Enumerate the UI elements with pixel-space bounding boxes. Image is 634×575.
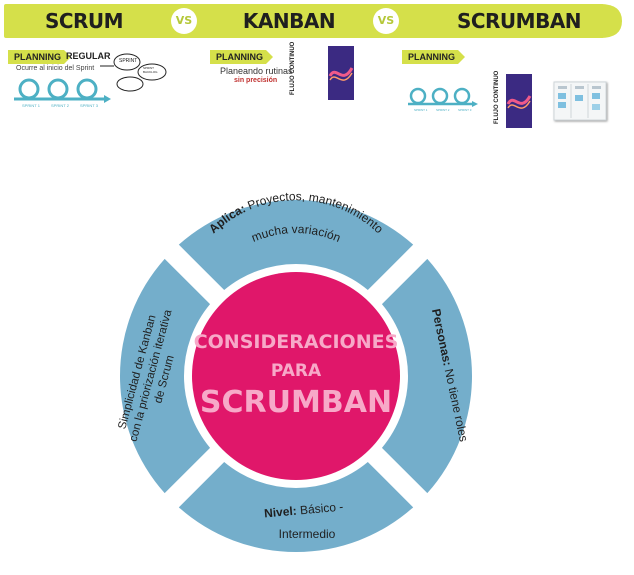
header-vs-1: VS bbox=[171, 8, 197, 34]
kanban-line-1: Planeando rutinas bbox=[220, 66, 293, 76]
scrum-planning-regular: REGULAR bbox=[66, 51, 111, 61]
kanban-flow-label: FLUJO CONTINUO bbox=[290, 41, 296, 95]
center-line-2: PARA bbox=[271, 361, 322, 381]
scrumban-board-icon bbox=[553, 81, 607, 121]
header-scrum: SCRUM bbox=[44, 9, 124, 33]
segment-bottom-text-1: Nivel: Básico - bbox=[264, 500, 344, 521]
segment-bottom bbox=[178, 461, 414, 552]
center-line-3: SCRUMBAN bbox=[200, 385, 392, 420]
kanban-line-2: sin precisión bbox=[234, 77, 278, 84]
segment-bottom-rest: Básico - bbox=[296, 500, 344, 518]
header-bar-shape bbox=[4, 4, 622, 38]
segment-top bbox=[178, 199, 414, 291]
center-line-1: CONSIDERACIONES bbox=[194, 331, 399, 353]
scrum-bubble-diagram bbox=[100, 53, 167, 92]
header-vs-2: VS bbox=[373, 8, 399, 34]
scrumban-flow-icon bbox=[506, 74, 532, 128]
header-scrumban: SCRUMBAN bbox=[456, 9, 582, 33]
ring-diagram: CONSIDERACIONES PARA SCRUMBAN Aplica: Pr… bbox=[116, 189, 473, 552]
header-kanban: KANBAN bbox=[242, 9, 336, 33]
kanban-flow-icon bbox=[328, 46, 354, 100]
segment-bottom-bold: Nivel: bbox=[264, 504, 298, 521]
scrumban-flow-label: FLUJO CONTINUO bbox=[494, 70, 500, 124]
scrumban-sprint-label-3: SPRINT 3 bbox=[458, 108, 472, 112]
center-circle bbox=[192, 272, 400, 480]
kanban-planning-tag: PLANNING bbox=[210, 50, 273, 64]
scrumban-planning-tag: PLANNING bbox=[402, 50, 465, 64]
segment-bottom-line-2: Intermedio bbox=[279, 527, 336, 541]
segment-left bbox=[119, 258, 211, 494]
ring-segments bbox=[119, 199, 473, 552]
header-bar: SCRUM VS KANBAN VS SCRUMBAN bbox=[4, 4, 622, 40]
scrum-sprint-loops bbox=[14, 78, 111, 103]
scrum-subtitle: Ocurre al inicio del Sprint bbox=[16, 65, 95, 72]
scrum-sprint-label-2: SPRINT 2 bbox=[51, 103, 69, 108]
scrum-bubble-small: SPRINT BACKLOG bbox=[143, 66, 158, 74]
scrumban-sprint-label-1: SPRINT 1 bbox=[414, 108, 428, 112]
scrum-sprint-label-3: SPRINT 3 bbox=[80, 103, 98, 108]
segment-right bbox=[381, 258, 473, 494]
scrum-sprint-label-1: SPRINT 1 bbox=[22, 103, 40, 108]
scrum-planning-tag: PLANNING bbox=[8, 50, 71, 64]
scrumban-considerations-diagram: CONSIDERACIONES PARA SCRUMBAN Aplica: Pr… bbox=[96, 180, 496, 575]
scrum-bubble-sprint: SPRINT bbox=[119, 58, 138, 64]
scrumban-sprint-loops bbox=[408, 87, 478, 107]
scrumban-sprint-label-2: SPRINT 2 bbox=[436, 108, 450, 112]
